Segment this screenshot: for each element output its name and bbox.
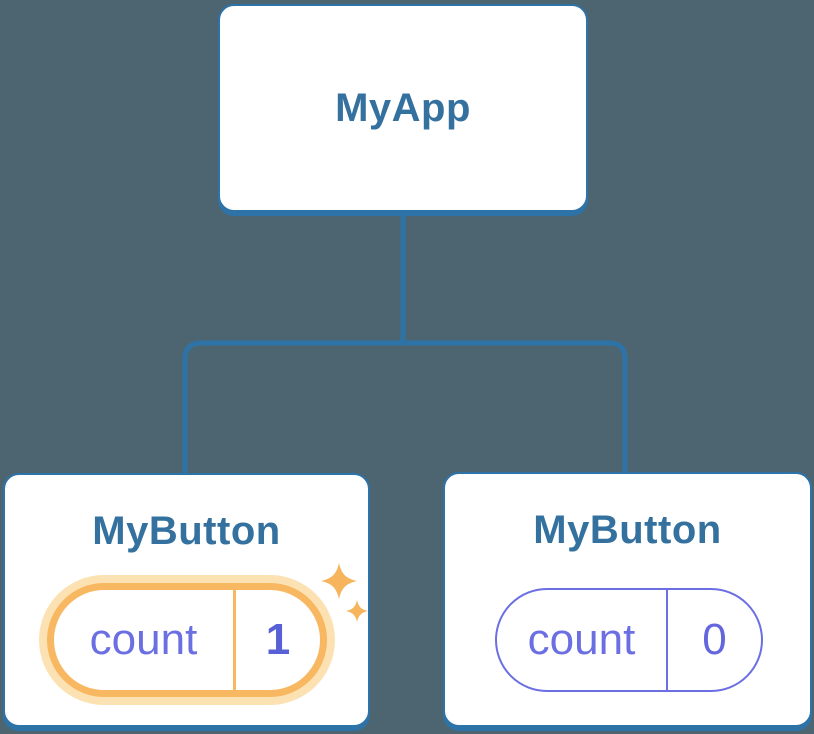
state-pill-plain: count 0: [495, 588, 763, 692]
sparkle-large: [321, 563, 357, 599]
state-pill-highlighted: count 1: [39, 575, 335, 705]
node-mybutton-updated: MyButton count 1: [3, 473, 370, 727]
node-mybutton-plain: MyButton count 0: [443, 472, 812, 727]
state-key-label: count: [89, 615, 198, 664]
sparkles-icon: [321, 563, 368, 622]
state-pill-highlighted-inner: count 1: [47, 583, 327, 697]
state-value: 1: [265, 615, 291, 664]
state-value: 0: [702, 615, 727, 664]
node-myapp: MyApp: [218, 4, 588, 212]
sparkle-small: [346, 600, 368, 622]
state-pill-divider: [233, 590, 236, 690]
state-pill-divider: [666, 590, 668, 690]
node-mybutton-plain-label: MyButton: [533, 508, 722, 552]
connector-branch: [182, 340, 628, 474]
node-mybutton-updated-label: MyButton: [92, 509, 281, 553]
node-myapp-label: MyApp: [335, 85, 471, 130]
state-key-label: count: [527, 615, 636, 664]
